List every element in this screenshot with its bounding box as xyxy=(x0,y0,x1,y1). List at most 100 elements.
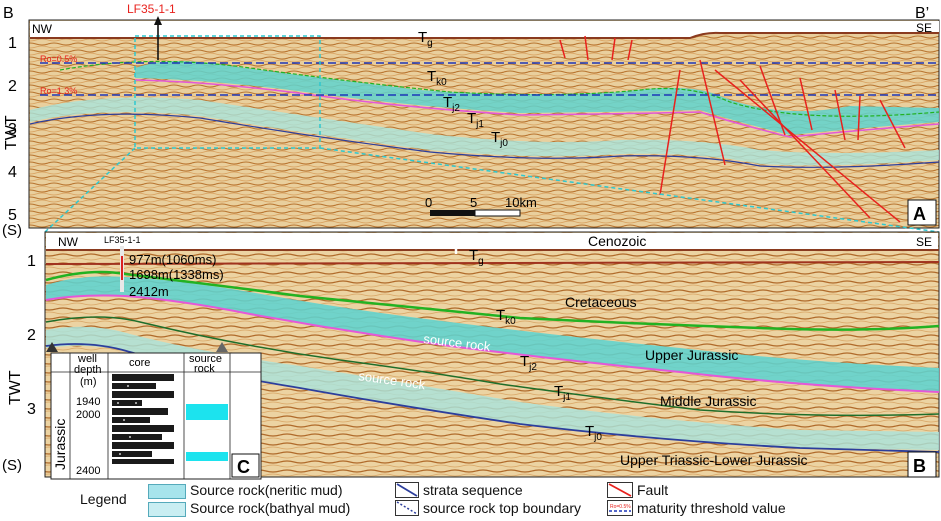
arrow-marker-right xyxy=(216,342,228,352)
tj2-horizon-b xyxy=(45,294,940,393)
axis-unit-b: (S) xyxy=(2,457,22,474)
svg-text:10km: 10km xyxy=(505,195,537,210)
ro13-label: Ro=1.3% xyxy=(40,86,77,96)
horizon-labels-a: Tg Tk0 Tj2 Tj1 Tj0 xyxy=(418,29,508,149)
panel-a: Ro=0.5% Ro=1.3% B B’ NW SE LF35-1-1 1 2 … xyxy=(2,2,940,239)
neritic-band-a xyxy=(135,60,939,136)
svg-text:2000: 2000 xyxy=(76,409,100,421)
tj1-horizon-b xyxy=(45,316,940,417)
arrow-marker-left xyxy=(46,342,58,352)
faults-a xyxy=(559,35,906,223)
strata-swatch xyxy=(395,482,419,498)
panel-b-sky xyxy=(46,233,938,250)
svg-text:1940: 1940 xyxy=(76,396,100,408)
svg-text:5: 5 xyxy=(470,195,477,210)
panel-b-letter: B xyxy=(913,456,926,476)
ro05-label: Ro=0.5% xyxy=(40,54,77,64)
svg-text:Upper Triassic-Lower Jurassic: Upper Triassic-Lower Jurassic xyxy=(620,452,808,468)
well-arrowhead-a xyxy=(154,16,162,25)
svg-text:Tj2: Tj2 xyxy=(443,94,460,114)
maturity-swatch-label: Ro=0.5% xyxy=(610,504,631,510)
svg-text:Tj1: Tj1 xyxy=(554,383,571,403)
svg-text:rock: rock xyxy=(194,363,215,375)
svg-text:Tg: Tg xyxy=(469,247,484,267)
neritic-swatch xyxy=(148,484,186,499)
neritic-band-b xyxy=(46,276,939,392)
svg-text:core: core xyxy=(129,357,150,369)
legend-maturity: maturity threshold value xyxy=(637,500,786,516)
svg-text:0: 0 xyxy=(425,195,432,210)
svg-text:1: 1 xyxy=(8,35,17,52)
depth-ticks-c: 1940 2000 2400 xyxy=(76,396,100,477)
axis-unit-a: (S) xyxy=(2,222,22,239)
source-rock-interval-2 xyxy=(186,452,228,461)
svg-text:3: 3 xyxy=(27,401,36,418)
legend-neritic: Source rock(neritic mud) xyxy=(190,482,343,498)
bathyal-band-b xyxy=(46,326,939,450)
svg-text:Tj1: Tj1 xyxy=(467,110,484,130)
formation-label: Jurassic xyxy=(52,419,68,470)
inset-c: well depth (m) core source rock Jurassic… xyxy=(50,352,262,480)
unit-labels-b: Cenozoic Cretaceous Upper Jurassic Middl… xyxy=(565,233,808,468)
svg-text:Upper Jurassic: Upper Jurassic xyxy=(645,347,738,363)
pink-horizon-a xyxy=(134,79,940,138)
svg-text:Tg: Tg xyxy=(418,29,433,49)
svg-text:Tk0: Tk0 xyxy=(496,307,516,327)
svg-text:2: 2 xyxy=(8,78,17,95)
horizon-labels-b: Tg Tk0 Tj2 Tj1 Tj0 xyxy=(469,247,602,443)
svg-text:Tj0: Tj0 xyxy=(491,129,508,149)
ticks-a: 1 2 3 4 5 xyxy=(8,35,17,224)
dir-right-b: SE xyxy=(916,235,932,249)
ticks-b: 1 2 3 xyxy=(27,253,36,418)
blue-horizon-a xyxy=(29,113,940,168)
svg-text:1: 1 xyxy=(27,253,36,270)
svg-text:2: 2 xyxy=(27,327,36,344)
panel-b-letter-box xyxy=(907,451,937,478)
tk0-horizon-b xyxy=(45,270,940,331)
legend-title: Legend xyxy=(80,491,127,507)
svg-text:977m(1060ms): 977m(1060ms) xyxy=(129,252,216,267)
fault-swatch xyxy=(607,482,633,498)
tg-horizon-b xyxy=(45,261,940,265)
source-rock-interval-1 xyxy=(186,404,228,420)
bathyal-swatch xyxy=(148,502,186,517)
svg-text:depth: depth xyxy=(74,364,102,376)
legend-source-top: source rock top boundary xyxy=(423,500,581,516)
legend: Legend Source rock(neritic mud) Source r… xyxy=(0,480,941,521)
core-dots xyxy=(117,385,137,455)
green-horizon-a xyxy=(59,60,940,117)
svg-text:4: 4 xyxy=(8,164,17,181)
svg-text:1698m(1338ms): 1698m(1338ms) xyxy=(129,267,224,282)
svg-text:Tj2: Tj2 xyxy=(520,353,537,373)
panel-a-letter: A xyxy=(913,204,926,224)
legend-strata: strata sequence xyxy=(423,482,523,498)
svg-text:Tk0: Tk0 xyxy=(427,68,447,88)
section-left-label: B xyxy=(3,5,14,22)
svg-text:2412m: 2412m xyxy=(129,284,169,299)
zoom-box xyxy=(134,35,321,149)
well-label-b: LF35-1-1 xyxy=(104,235,141,245)
zoom-connector-right xyxy=(319,147,940,233)
scale-bar: 0 5 10km xyxy=(425,195,537,217)
svg-text:Cenozoic: Cenozoic xyxy=(588,233,646,249)
svg-text:Middle Jurassic: Middle Jurassic xyxy=(660,393,756,409)
bathyal-band-a xyxy=(30,97,939,166)
svg-text:5: 5 xyxy=(8,207,17,224)
inset-c-letter: C xyxy=(237,457,250,477)
core-lithology xyxy=(112,374,174,464)
well-depths-b: 977m(1060ms) 1698m(1338ms) 2412m xyxy=(129,252,224,299)
svg-text:(m): (m) xyxy=(80,376,97,388)
svg-text:source: source xyxy=(189,353,222,365)
section-right-label: B’ xyxy=(915,5,929,22)
dir-left-b: NW xyxy=(58,235,79,249)
legend-fault: Fault xyxy=(637,482,669,498)
legend-bathyal: Source rock(bathyal mud) xyxy=(190,500,351,516)
panel-a-seafloor xyxy=(30,31,939,39)
dir-right-a: SE xyxy=(916,21,932,35)
svg-text:2400: 2400 xyxy=(76,465,100,477)
seismic-figure: Ro=0.5% Ro=1.3% B B’ NW SE LF35-1-1 1 2 … xyxy=(2,2,940,480)
dir-left-a: NW xyxy=(32,22,53,36)
axis-label-b: TWT xyxy=(7,370,24,405)
source-top-swatch xyxy=(395,500,419,516)
panel-a-sky xyxy=(30,21,939,38)
